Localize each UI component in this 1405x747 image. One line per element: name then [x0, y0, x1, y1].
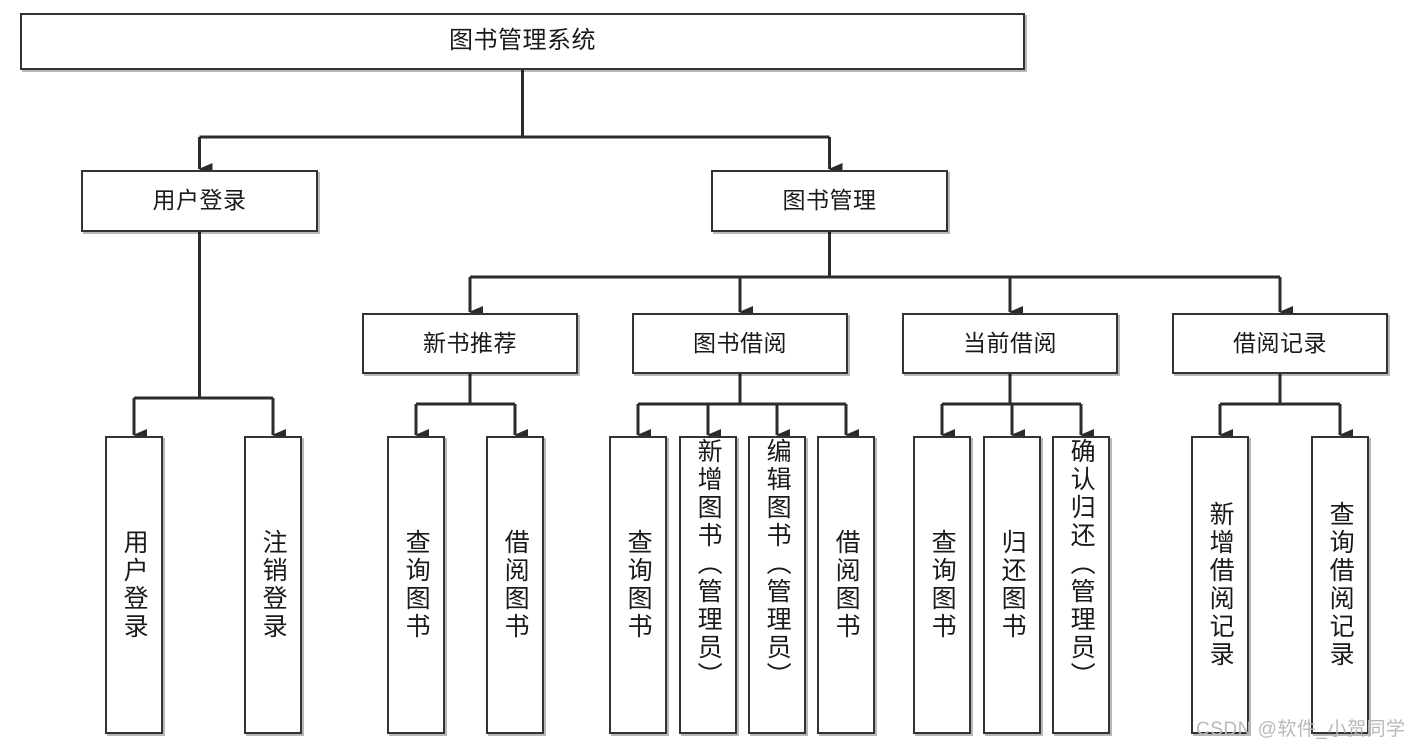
- node-leaf-query-book-cur[interactable]: 查询图书: [913, 436, 971, 734]
- node-leaf-borrow-book[interactable]: 借阅图书: [817, 436, 875, 734]
- node-label-leaf-user-login: 用户登录: [120, 529, 149, 641]
- node-label-current-borrow: 当前借阅: [963, 329, 1057, 356]
- node-book-manage[interactable]: 图书管理: [711, 170, 948, 232]
- node-label-new-book-rec: 新书推荐: [423, 329, 517, 356]
- node-label-user-login: 用户登录: [152, 187, 247, 214]
- node-leaf-edit-book[interactable]: 编辑图书（管理员）: [748, 436, 806, 734]
- node-new-book-rec[interactable]: 新书推荐: [362, 313, 578, 374]
- node-leaf-logout[interactable]: 注销登录: [244, 436, 302, 734]
- csdn-watermark: CSDN @软件_小贺同学: [1196, 719, 1405, 740]
- node-root[interactable]: 图书管理系统: [20, 13, 1025, 70]
- node-label-book-manage: 图书管理: [782, 187, 877, 214]
- node-leaf-confirm-return[interactable]: 确认归还（管理员）: [1052, 436, 1110, 734]
- node-label-leaf-edit-book: 编辑图书（管理员）: [763, 438, 792, 690]
- node-leaf-return-book[interactable]: 归还图书: [983, 436, 1041, 734]
- node-label-leaf-borrow-book: 借阅图书: [832, 529, 861, 641]
- node-label-leaf-logout: 注销登录: [259, 529, 288, 641]
- node-leaf-query-book-borrow[interactable]: 查询图书: [609, 436, 667, 734]
- node-label-borrow-record: 借阅记录: [1233, 329, 1327, 356]
- node-label-leaf-borrow-book-rec: 借阅图书: [501, 529, 530, 641]
- node-leaf-borrow-book-rec[interactable]: 借阅图书: [486, 436, 544, 734]
- node-leaf-add-record[interactable]: 新增借阅记录: [1191, 436, 1249, 734]
- node-label-leaf-query-book-borrow: 查询图书: [624, 529, 653, 641]
- node-label-leaf-query-record: 查询借阅记录: [1326, 501, 1355, 669]
- node-label-leaf-query-book-cur: 查询图书: [928, 529, 957, 641]
- node-label-leaf-confirm-return: 确认归还（管理员）: [1067, 438, 1096, 690]
- node-label-leaf-return-book: 归还图书: [998, 529, 1027, 641]
- node-current-borrow[interactable]: 当前借阅: [902, 313, 1118, 374]
- node-borrow-record[interactable]: 借阅记录: [1172, 313, 1388, 374]
- node-leaf-query-book-rec[interactable]: 查询图书: [387, 436, 445, 734]
- node-leaf-query-record[interactable]: 查询借阅记录: [1311, 436, 1369, 734]
- node-label-leaf-add-book: 新增图书（管理员）: [694, 438, 723, 690]
- node-label-leaf-add-record: 新增借阅记录: [1206, 501, 1235, 669]
- node-leaf-add-book[interactable]: 新增图书（管理员）: [679, 436, 737, 734]
- node-leaf-user-login[interactable]: 用户登录: [105, 436, 163, 734]
- node-label-root: 图书管理系统: [449, 27, 596, 55]
- node-label-book-borrow: 图书借阅: [693, 329, 787, 356]
- node-label-leaf-query-book-rec: 查询图书: [402, 529, 431, 641]
- node-user-login[interactable]: 用户登录: [81, 170, 318, 232]
- node-book-borrow[interactable]: 图书借阅: [632, 313, 848, 374]
